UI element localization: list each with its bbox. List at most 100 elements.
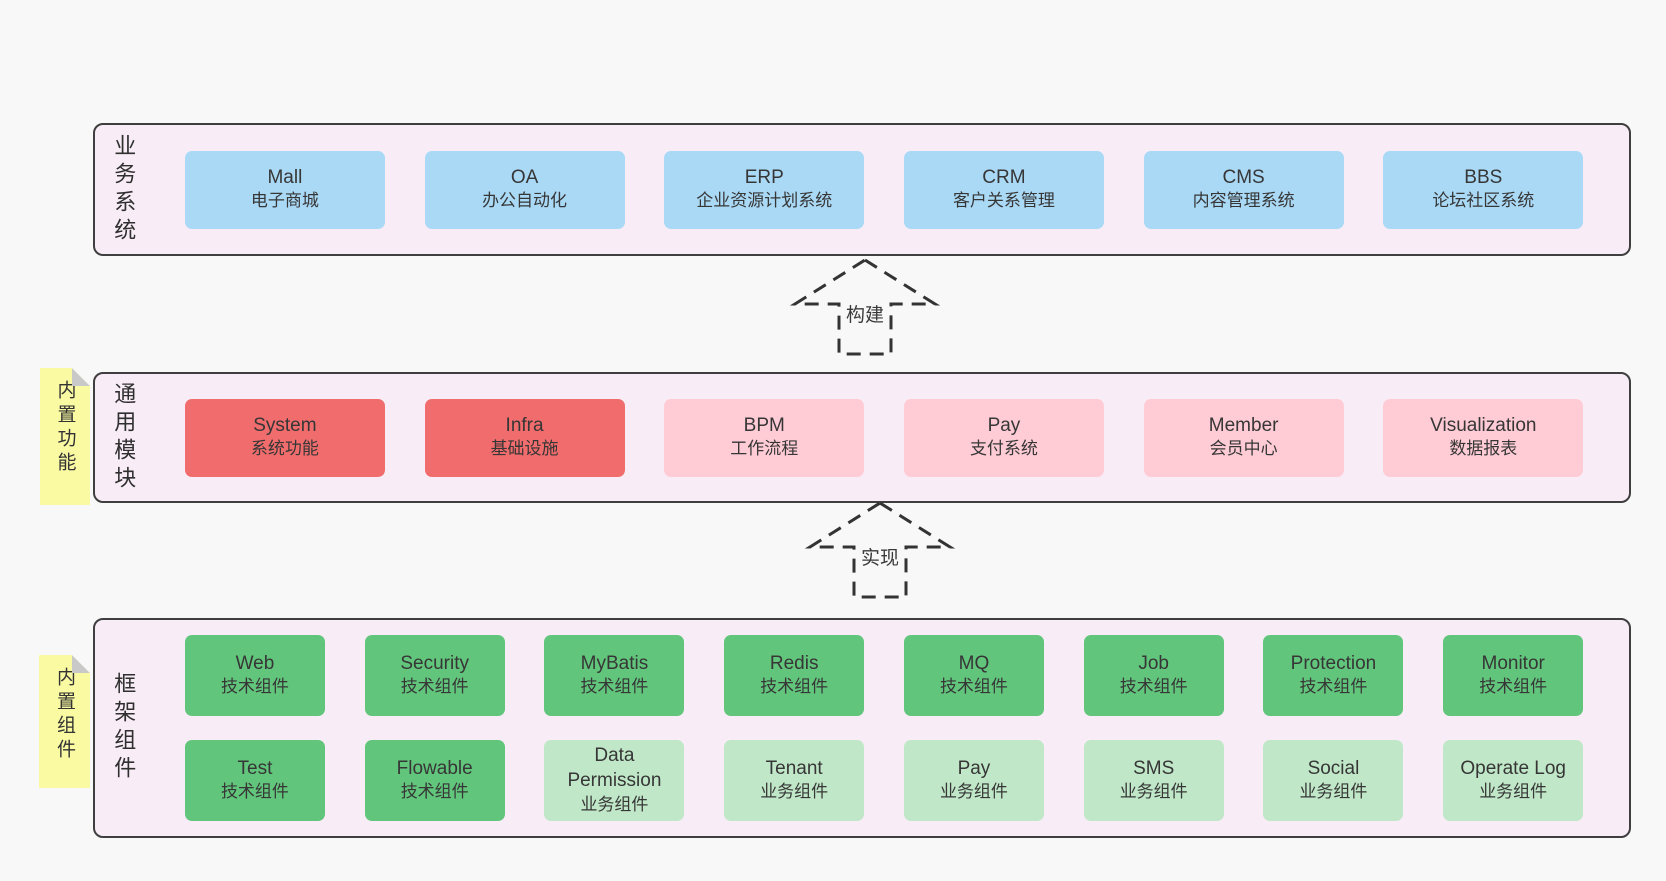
box-subtitle: 企业资源计划系统 [696, 191, 833, 211]
folded-corner-icon [72, 368, 90, 386]
box-subtitle: 支付系统 [969, 439, 1038, 459]
box-subtitle: 论坛社区系统 [1432, 191, 1535, 211]
box-title: Job [1138, 652, 1169, 674]
box-subtitle: 数据报表 [1449, 439, 1518, 459]
box-title: Pay [987, 414, 1021, 436]
box-operate-log: Operate Log 业务组件 [1443, 740, 1584, 821]
box-title: SMS [1133, 757, 1175, 779]
box-title: Visualization [1430, 414, 1537, 436]
box-visualization: Visualization 数据报表 [1383, 398, 1584, 477]
box-title: Test [237, 757, 273, 779]
box-subtitle: 办公自动化 [482, 191, 568, 211]
framework-row-tech: Web 技术组件 Security 技术组件 MyBatis 技术组件 Redi… [145, 635, 1623, 716]
arrow-label: 实现 [856, 542, 904, 571]
box-subtitle: 技术组件 [939, 677, 1008, 697]
box-monitor: Monitor 技术组件 [1443, 635, 1584, 716]
box-title: MyBatis [580, 652, 649, 674]
box-oa: OA 办公自动化 [424, 150, 625, 229]
box-title: Protection [1290, 652, 1377, 674]
box-system: System 系统功能 [184, 398, 385, 477]
box-title: Tenant [765, 757, 823, 779]
box-mall: Mall 电子商城 [184, 150, 385, 229]
box-subtitle: 基础设施 [490, 439, 559, 459]
box-title: Web [235, 652, 275, 674]
box-title: Member [1208, 414, 1279, 436]
business-boxes: Mall 电子商城 OA 办公自动化 ERP 企业资源计划系统 CRM 客户关系… [145, 150, 1623, 229]
box-security: Security 技术组件 [364, 635, 505, 716]
box-subtitle: 内容管理系统 [1192, 191, 1295, 211]
box-erp: ERP 企业资源计划系统 [664, 150, 865, 229]
layer-business-systems: 业务系统 Mall 电子商城 OA 办公自动化 ERP 企业资源计划系统 CRM… [93, 123, 1631, 256]
note-text: 内置功能 [54, 380, 76, 476]
implement-arrow: 实现 [795, 500, 965, 600]
box-cms: CMS 内容管理系统 [1143, 150, 1344, 229]
box-title: CRM [982, 166, 1026, 188]
box-subtitle: 电子商城 [250, 191, 319, 211]
box-mq: MQ 技术组件 [903, 635, 1044, 716]
box-title: ERP [744, 166, 784, 188]
box-subtitle: 会员中心 [1209, 439, 1278, 459]
framework-row-business: Test 技术组件 Flowable 技术组件 Data Permission … [145, 740, 1623, 821]
box-test: Test 技术组件 [184, 740, 325, 821]
layer-side-label: 框架组件 [111, 672, 137, 784]
box-subtitle: 技术组件 [760, 677, 829, 697]
box-social: Social 业务组件 [1263, 740, 1404, 821]
box-subtitle: 业务组件 [939, 782, 1008, 802]
box-title: Operate Log [1460, 757, 1566, 779]
box-subtitle: 技术组件 [1119, 677, 1188, 697]
box-flowable: Flowable 技术组件 [364, 740, 505, 821]
box-pay-module: Pay 支付系统 [903, 398, 1104, 477]
box-tenant: Tenant 业务组件 [724, 740, 865, 821]
box-title: MQ [958, 652, 990, 674]
box-title: Data Permission [567, 745, 662, 792]
box-subtitle: 客户关系管理 [952, 191, 1055, 211]
box-title: BBS [1464, 166, 1503, 188]
box-title: Pay [957, 757, 991, 779]
box-title: Mall [267, 166, 303, 188]
box-data-permission: Data Permission 业务组件 [544, 740, 685, 821]
note-text: 内置组件 [54, 667, 75, 763]
box-sms: SMS 业务组件 [1083, 740, 1224, 821]
box-title: Social [1307, 757, 1360, 779]
folded-corner-icon [72, 655, 90, 673]
common-boxes: System 系统功能 Infra 基础设施 BPM 工作流程 Pay 支付系统… [145, 398, 1623, 477]
box-member: Member 会员中心 [1143, 398, 1344, 477]
box-title: Redis [769, 652, 819, 674]
box-redis: Redis 技术组件 [724, 635, 865, 716]
box-subtitle: 业务组件 [580, 794, 649, 814]
box-title: System [253, 414, 317, 436]
box-protection: Protection 技术组件 [1263, 635, 1404, 716]
box-crm: CRM 客户关系管理 [903, 150, 1104, 229]
box-subtitle: 业务组件 [760, 782, 829, 802]
arrow-label: 构建 [841, 299, 889, 328]
box-pay-component: Pay 业务组件 [903, 740, 1044, 821]
box-bbs: BBS 论坛社区系统 [1383, 150, 1584, 229]
box-mybatis: MyBatis 技术组件 [544, 635, 685, 716]
box-subtitle: 工作流程 [730, 439, 799, 459]
box-subtitle: 技术组件 [580, 677, 649, 697]
box-title: OA [510, 166, 539, 188]
sticky-note-builtin-components: 内置组件 [39, 655, 90, 788]
box-subtitle: 业务组件 [1299, 782, 1368, 802]
box-title: CMS [1222, 166, 1265, 188]
box-subtitle: 技术组件 [400, 782, 469, 802]
layer-side-label: 通用模块 [111, 381, 137, 494]
box-web: Web 技术组件 [184, 635, 325, 716]
build-arrow: 构建 [780, 257, 950, 357]
box-subtitle: 技术组件 [220, 782, 289, 802]
box-subtitle: 技术组件 [220, 677, 289, 697]
sticky-note-builtin-features: 内置功能 [40, 368, 90, 505]
box-title: Infra [505, 414, 544, 436]
box-subtitle: 系统功能 [250, 439, 319, 459]
box-bpm: BPM 工作流程 [664, 398, 865, 477]
layer-framework-components: 框架组件 Web 技术组件 Security 技术组件 MyBatis 技术组件… [93, 618, 1631, 838]
box-job: Job 技术组件 [1083, 635, 1224, 716]
box-title: BPM [743, 414, 785, 436]
box-subtitle: 业务组件 [1119, 782, 1188, 802]
box-subtitle: 业务组件 [1479, 782, 1548, 802]
framework-rows: Web 技术组件 Security 技术组件 MyBatis 技术组件 Redi… [145, 635, 1623, 821]
box-subtitle: 技术组件 [400, 677, 469, 697]
box-subtitle: 技术组件 [1299, 677, 1368, 697]
box-infra: Infra 基础设施 [424, 398, 625, 477]
box-title: Flowable [396, 757, 473, 779]
